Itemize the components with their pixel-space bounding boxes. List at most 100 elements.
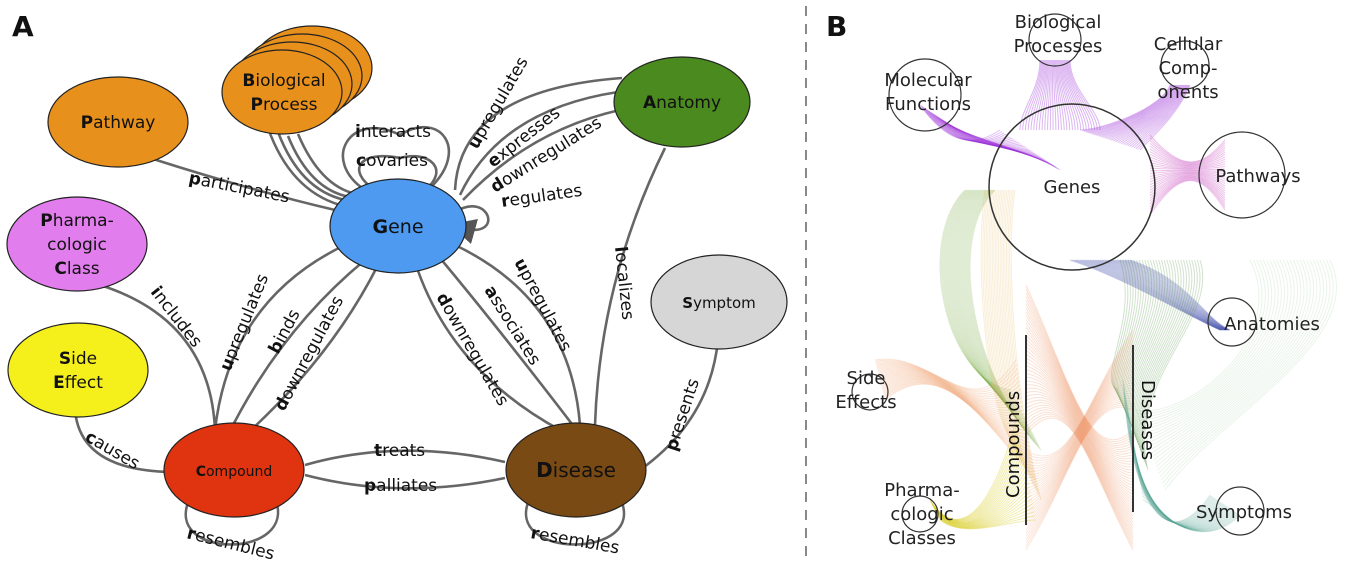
panel-b-edge-bundles bbox=[874, 59, 1337, 551]
compound-disease-edge-34 bbox=[1025, 407, 1134, 535]
genes-pathways-edge-1 bbox=[1149, 137, 1226, 163]
pharma-compound-edge-12 bbox=[934, 469, 1027, 525]
pharma-label-3: Class bbox=[54, 259, 99, 279]
compounds-genes-edge-17 bbox=[957, 189, 1029, 426]
compound-disease-edge-38 bbox=[1025, 415, 1134, 548]
side-compound-edge-19 bbox=[881, 376, 1030, 440]
compounds-genes-edge-5 bbox=[944, 189, 1017, 401]
molecular-functions-circle bbox=[888, 58, 962, 132]
genes-bioprocess-edge-13 bbox=[1052, 59, 1057, 131]
diseases-anatomy-edge-12 bbox=[1125, 259, 1158, 424]
genes-anatomies-edge-10 bbox=[1094, 259, 1225, 331]
edge-palliates bbox=[304, 473, 506, 490]
compounds-genes-edge-9 bbox=[948, 189, 1021, 410]
pharma-compound-edge-6 bbox=[932, 444, 1022, 523]
bio-process-label-1: Biological bbox=[242, 71, 325, 91]
genes-cellcomp-edge-19 bbox=[1119, 84, 1184, 144]
genes-anatomies-edge-9 bbox=[1092, 259, 1224, 331]
edge-label-covaries: covaries bbox=[356, 151, 428, 171]
genes-cellcomp-edge-26 bbox=[1133, 84, 1189, 149]
genes-pathways-edge-16 bbox=[1149, 171, 1226, 180]
genes-cellcomp-edge-10 bbox=[1100, 84, 1178, 138]
compounds-genes-edge-b-12 bbox=[999, 189, 1031, 479]
genes-molfunc-edge-21 bbox=[941, 119, 1044, 160]
diseases-wide-edge-7 bbox=[1143, 259, 1282, 434]
symptom-disease-edge-20 bbox=[1136, 462, 1232, 530]
diseases-anatomy-edge-6 bbox=[1118, 259, 1142, 407]
disease-compound-edge-20 bbox=[1025, 384, 1134, 520]
panel-a-nodes bbox=[6, 25, 788, 518]
genes-bioprocess-edge-26 bbox=[1066, 59, 1093, 131]
genes-pathways-edge-24 bbox=[1149, 176, 1226, 202]
compounds-genes-edge-28 bbox=[968, 189, 1041, 449]
diseases-anatomy-edge-3 bbox=[1114, 259, 1134, 399]
symptom-disease-edge-28 bbox=[1142, 495, 1240, 532]
genes-anatomies-edge-15 bbox=[1107, 259, 1227, 331]
edge-binds bbox=[226, 258, 366, 436]
genes-anatomies-edge-21 bbox=[1122, 259, 1229, 331]
diseases-wide-edge-19 bbox=[1158, 259, 1321, 474]
compound-disease-edge-27 bbox=[1025, 387, 1134, 514]
disease-compound-edge-3 bbox=[1025, 337, 1134, 464]
side-effect-node bbox=[7, 322, 149, 418]
genes-anatomies-edge-17 bbox=[1112, 259, 1228, 331]
genes-bioprocess-edge-4 bbox=[1030, 59, 1045, 131]
disease-compound-edge-23 bbox=[1025, 392, 1134, 530]
genes-bioprocess-edge-5 bbox=[1033, 59, 1046, 131]
diseases-anatomy-edge-15 bbox=[1128, 259, 1166, 432]
compounds-genes-edge-24 bbox=[964, 189, 1037, 441]
edge-label-includes: includes bbox=[146, 283, 206, 352]
compound-disease-edge-11 bbox=[1025, 326, 1134, 465]
pharma-compound-edge-8 bbox=[932, 453, 1024, 523]
genes-bioprocess-edge-12 bbox=[1051, 59, 1054, 131]
diseases-anatomy-edge-7 bbox=[1119, 259, 1145, 410]
compound-disease-edge-32 bbox=[1025, 402, 1134, 529]
genes-cellcomp-edge-20 bbox=[1121, 84, 1185, 145]
symptom-disease-edge-15 bbox=[1132, 442, 1226, 528]
genes-bioprocess-edge-21 bbox=[1061, 59, 1079, 131]
diseases-anatomy-edge-27 bbox=[1141, 259, 1198, 465]
compound-disease-edge-37 bbox=[1025, 413, 1134, 545]
edge-resembles-compound bbox=[184, 497, 280, 546]
disease-label: Disease bbox=[536, 458, 616, 482]
compound-disease-edge-24 bbox=[1025, 376, 1134, 505]
diseases-anatomy-edge-28 bbox=[1142, 259, 1201, 468]
compound-disease-edge-36 bbox=[1025, 411, 1134, 542]
pharma-compound-edge-15 bbox=[935, 482, 1029, 526]
compounds-genes-edge-b-19 bbox=[1010, 189, 1042, 501]
genes-molfunc-edge-28 bbox=[948, 123, 1059, 170]
symptom-disease-edge-5 bbox=[1125, 400, 1216, 524]
compound-disease-edge-5 bbox=[1025, 303, 1134, 450]
diseases-wide-edge-24 bbox=[1164, 259, 1337, 491]
symptom-disease-edge-6 bbox=[1126, 404, 1217, 524]
side-compound-edge-13 bbox=[879, 371, 1026, 417]
symptom-disease-edge-22 bbox=[1137, 470, 1234, 530]
edge-upregulates-dg bbox=[454, 243, 582, 426]
diseases-wide-edge-16 bbox=[1154, 259, 1311, 464]
edge-expresses bbox=[458, 90, 619, 196]
diseases-wide-edge-18 bbox=[1157, 259, 1318, 471]
side-compound-edge-22 bbox=[882, 378, 1032, 452]
compound-disease-edge-8 bbox=[1025, 315, 1134, 457]
genes-pathways-edge-18 bbox=[1149, 173, 1226, 186]
symptom-disease-edge-12 bbox=[1130, 429, 1223, 527]
genes-cellcomp-edge-11 bbox=[1102, 84, 1179, 139]
disease-compound-edge-16 bbox=[1025, 373, 1134, 506]
compounds-genes-edge-b-11 bbox=[998, 189, 1029, 475]
symptoms-label: Symptoms bbox=[1196, 502, 1292, 523]
diseases-anatomy-edge-1 bbox=[1112, 259, 1129, 394]
genes-cellcomp-edge-14 bbox=[1108, 84, 1181, 141]
pharma-compound-edge-10 bbox=[933, 461, 1025, 524]
genes-circle bbox=[988, 103, 1156, 271]
bio-processes-label-1: Biological bbox=[1015, 12, 1102, 33]
side-compound-edge-10 bbox=[878, 368, 1024, 409]
diseases-anatomy-edge-29 bbox=[1143, 259, 1204, 471]
genes-pathways-edge-2 bbox=[1149, 140, 1226, 164]
genes-cellcomp-edge-8 bbox=[1096, 84, 1176, 136]
genes-bioprocess-edge-18 bbox=[1058, 59, 1071, 131]
compound-disease-edge-29 bbox=[1025, 394, 1134, 520]
symptom-disease-edge-18 bbox=[1134, 454, 1229, 529]
side-compound-edge-3 bbox=[875, 361, 1019, 395]
side-effects-circle bbox=[851, 373, 889, 411]
compounds-genes-edge-3 bbox=[942, 189, 1015, 397]
